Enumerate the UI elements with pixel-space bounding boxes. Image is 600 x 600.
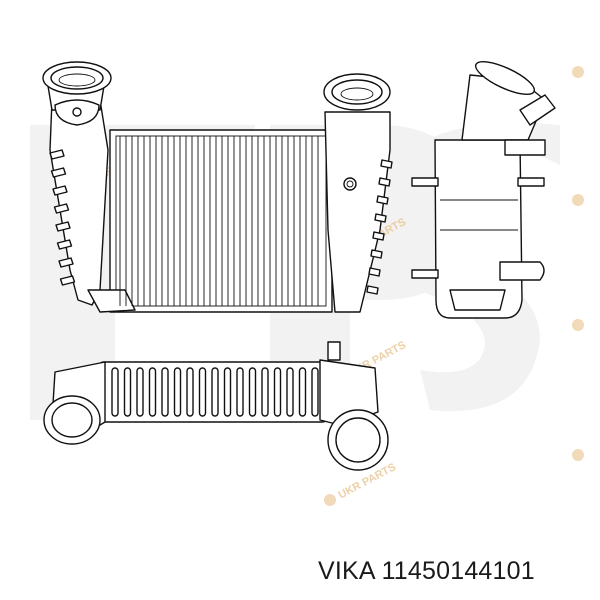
right-tank-rib bbox=[368, 267, 381, 277]
bottom-fin-slot bbox=[236, 367, 244, 417]
bottom-fin-slot bbox=[311, 367, 319, 417]
side-view bbox=[411, 61, 556, 319]
brand-name: VIKA bbox=[318, 557, 375, 585]
bottom-fin-slot bbox=[198, 367, 207, 417]
side-body bbox=[434, 139, 523, 319]
left-tank-rib bbox=[52, 185, 68, 196]
bottom-fin-slot bbox=[186, 367, 194, 417]
bottom-fin-slot bbox=[148, 367, 157, 417]
right-tank-rib bbox=[372, 231, 385, 241]
bottom-fin-slot bbox=[161, 367, 169, 417]
right-tank-rib bbox=[374, 213, 387, 223]
bottom-fins bbox=[111, 367, 319, 417]
side-pin-left-top bbox=[411, 177, 439, 187]
bottom-fin-slot bbox=[261, 367, 269, 417]
bottom-fin-slot bbox=[111, 367, 119, 417]
left-tank-rib bbox=[59, 275, 76, 286]
left-tank-rib bbox=[50, 167, 67, 178]
stamp-gear-icon bbox=[572, 66, 584, 78]
bottom-fin-slot bbox=[223, 367, 232, 417]
bottom-fin-slot bbox=[298, 367, 307, 417]
side-bracket-bottom bbox=[499, 261, 545, 281]
stamp-gear-icon bbox=[572, 319, 584, 331]
side-pin-left-bottom bbox=[411, 269, 439, 279]
stamp-gear-icon bbox=[572, 449, 584, 461]
left-tank-rib bbox=[53, 203, 70, 214]
right-tank-rib bbox=[378, 177, 391, 187]
right-tank-rib bbox=[376, 195, 389, 205]
product-caption: VIKA 11450144101 bbox=[318, 557, 535, 586]
bottom-fin-slot bbox=[211, 367, 219, 417]
bottom-nozzle bbox=[327, 341, 341, 361]
bottom-fin-slot bbox=[123, 367, 132, 417]
left-tank-rib bbox=[55, 221, 71, 232]
left-tank-rib bbox=[56, 239, 73, 250]
core-fins bbox=[119, 136, 319, 306]
radiator-core-inner bbox=[115, 135, 327, 307]
left-tank-rib bbox=[49, 149, 65, 160]
bottom-fin-slot bbox=[173, 367, 182, 417]
stamp-gear-icon bbox=[572, 194, 584, 206]
front-view bbox=[42, 61, 391, 313]
side-pin-right-top bbox=[517, 177, 545, 187]
bottom-fin-slot bbox=[273, 367, 282, 417]
part-number: 11450144101 bbox=[381, 557, 535, 585]
left-bottom-bracket bbox=[87, 289, 136, 313]
right-tank-rib bbox=[366, 285, 379, 295]
right-tank-rib bbox=[380, 159, 393, 169]
tank-ribs bbox=[49, 149, 393, 295]
bottom-fin-slot bbox=[248, 367, 257, 417]
left-tank-rib bbox=[58, 257, 74, 268]
right-tank-rib bbox=[370, 249, 383, 259]
left-tank bbox=[49, 99, 109, 306]
radiator-core bbox=[109, 129, 333, 313]
side-right-pipe bbox=[519, 94, 556, 126]
side-duct-ring bbox=[474, 61, 536, 95]
bottom-right-ring bbox=[327, 409, 389, 471]
left-mount-tab bbox=[54, 99, 100, 126]
bottom-fin-slot bbox=[136, 367, 144, 417]
sensor-port bbox=[343, 177, 357, 191]
bottom-fin-slot bbox=[286, 367, 294, 417]
side-bracket-top bbox=[504, 139, 546, 156]
